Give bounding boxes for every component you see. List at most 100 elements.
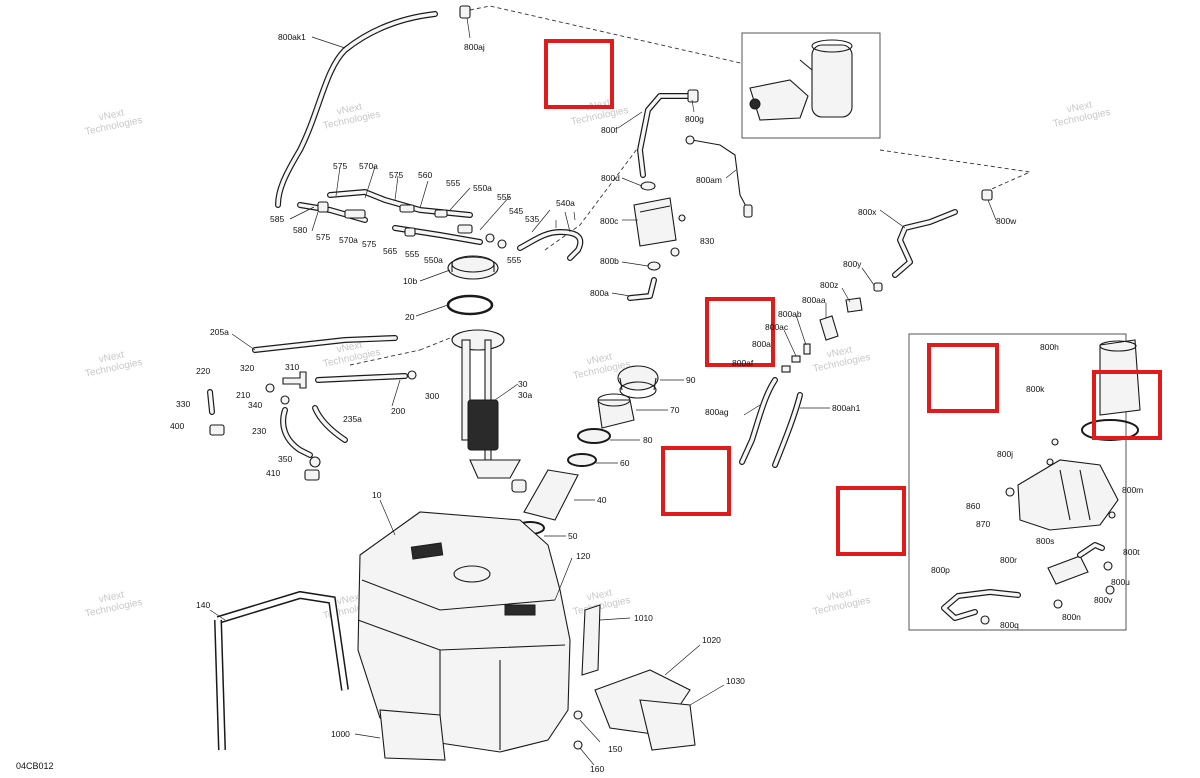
bolt-830	[670, 247, 680, 257]
label-310: 310	[285, 362, 299, 372]
fuel-pump-30	[451, 329, 527, 493]
label-300: 300	[425, 391, 439, 401]
label-800p: 800p	[931, 565, 950, 575]
label-555c: 555	[405, 249, 419, 259]
highlight-box-5	[1092, 370, 1162, 440]
tee-310	[265, 371, 307, 405]
fitting-800w	[981, 189, 993, 201]
leader-lines	[209, 17, 997, 766]
label-555a: 555	[446, 178, 460, 188]
fuel-tank-10	[357, 511, 571, 753]
label-150: 150	[608, 744, 622, 754]
label-800ab: 800ab	[778, 309, 802, 319]
filter-800z	[845, 297, 863, 313]
label-160: 160	[590, 764, 604, 774]
label-20: 20	[405, 312, 415, 322]
label-340: 340	[248, 400, 262, 410]
hose-205a	[252, 335, 398, 353]
strap-140	[214, 590, 349, 751]
label-200: 200	[391, 406, 405, 416]
label-535: 535	[525, 214, 539, 224]
label-560: 560	[418, 170, 432, 180]
label-580: 580	[293, 225, 307, 235]
filler-hose-40	[523, 469, 579, 521]
label-40: 40	[597, 495, 607, 505]
hose-230	[280, 407, 313, 458]
label-330: 330	[176, 399, 190, 409]
label-570a-2: 570a	[339, 235, 358, 245]
label-565: 565	[383, 246, 397, 256]
label-800u: 800u	[1111, 577, 1130, 587]
hose-800ah1	[772, 392, 803, 468]
hose-800aa	[819, 315, 839, 341]
hose-800f	[637, 93, 693, 178]
label-410: 410	[266, 468, 280, 478]
inset-pump-right	[908, 333, 1141, 631]
watermark: vNextTechnologies	[320, 98, 382, 132]
label-800w: 800w	[996, 216, 1017, 226]
label-350: 350	[278, 454, 292, 464]
label-800d: 800d	[601, 173, 620, 183]
label-800t: 800t	[1123, 547, 1140, 557]
label-800f: 800f	[601, 125, 618, 135]
label-550a-2: 550a	[424, 255, 443, 265]
label-800ad: 800a	[752, 339, 771, 349]
label-800m: 800m	[1122, 485, 1143, 495]
label-870: 870	[976, 519, 990, 529]
hose-200	[315, 373, 408, 383]
fitting-800ab	[781, 343, 811, 373]
fitting-800y	[873, 282, 883, 292]
label-1000: 1000	[331, 729, 350, 739]
clamp-800d	[640, 181, 656, 191]
label-550a-1: 550a	[473, 183, 492, 193]
label-1010: 1010	[634, 613, 653, 623]
highlight-box-4	[927, 343, 999, 413]
label-30: 30	[518, 379, 528, 389]
label-220: 220	[196, 366, 210, 376]
watermark: vNextTechnologies	[810, 341, 872, 375]
label-320: 320	[240, 363, 254, 373]
fitting-800aj	[459, 5, 471, 19]
label-545: 545	[509, 206, 523, 216]
part-labels: 800ak1 800aj 800g 800f 800d 800c 830 800…	[170, 32, 1143, 774]
label-800ac: 800ac	[765, 322, 789, 332]
label-800v: 800v	[1094, 595, 1113, 605]
clamp-350	[309, 456, 321, 468]
label-50: 50	[568, 531, 578, 541]
label-800c: 800c	[600, 216, 619, 226]
label-575c: 575	[316, 232, 330, 242]
panel-1010	[581, 604, 601, 676]
label-575d: 575	[362, 239, 376, 249]
clamp-60	[567, 453, 597, 467]
elbow-410	[304, 469, 320, 481]
module-800c	[633, 197, 686, 247]
label-570a-1: 570a	[359, 161, 378, 171]
label-800h: 800h	[1040, 342, 1059, 352]
clamp-800b	[647, 261, 661, 271]
hose-800ak1	[275, 11, 438, 208]
label-10b: 10b	[403, 276, 417, 286]
label-800x: 800x	[858, 207, 877, 217]
inset-pump-top	[741, 32, 881, 139]
watermark: vNextTechnologies	[82, 586, 144, 620]
label-800j: 800j	[997, 449, 1013, 459]
label-860: 860	[966, 501, 980, 511]
elbow-400	[209, 424, 225, 436]
highlight-box-6	[836, 486, 906, 556]
label-800n: 800n	[1062, 612, 1081, 622]
label-800aa: 800aa	[802, 295, 826, 305]
gasket-20	[446, 294, 494, 316]
label-10: 10	[372, 490, 382, 500]
label-1020: 1020	[702, 635, 721, 645]
label-800ak1: 800ak1	[278, 32, 306, 42]
highlight-box-1	[544, 39, 614, 109]
cap-90	[617, 365, 659, 399]
label-120: 120	[576, 551, 590, 561]
label-210: 210	[236, 390, 250, 400]
label-800aj: 800aj	[464, 42, 485, 52]
highlight-box-2	[705, 297, 775, 367]
label-1030: 1030	[726, 676, 745, 686]
label-800r: 800r	[1000, 555, 1017, 565]
highlight-box-3	[661, 446, 731, 516]
